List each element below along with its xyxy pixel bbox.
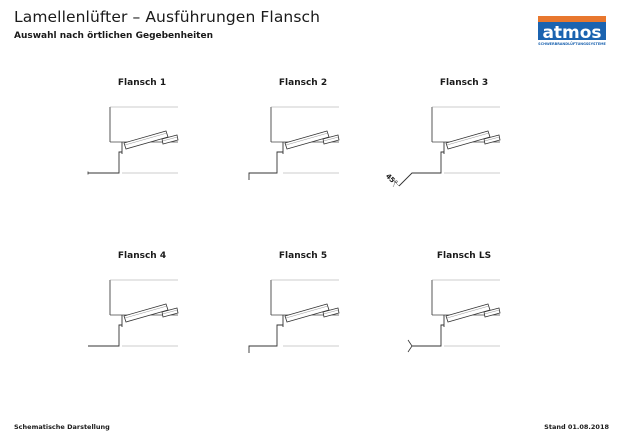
logo-wordmark: atmos [542,23,601,43]
variant-label-flansch-4: Flansch 4 [117,251,167,261]
variant-label-flansch-1: Flansch 1 [117,78,167,88]
flange-diagram-5 [248,279,340,353]
footer-note: Schematische Darstellung [14,423,110,431]
flange-diagram-3 [387,106,501,188]
flange-diagram-4 [88,279,179,347]
page-title: Lamellenlüfter – Ausführungen Flansch [14,8,321,26]
variant-label-flansch-ls: Flansch LS [436,251,492,261]
footer-date: Stand 01.08.2018 [544,423,609,431]
logo-blue-block [538,22,606,40]
variant-label-flansch-3: Flansch 3 [439,78,489,88]
logo-orange-bar [538,16,606,22]
variant-label-flansch-5: Flansch 5 [278,251,328,261]
flange-diagram-2 [248,106,340,180]
variant-label-flansch-2: Flansch 2 [278,78,328,88]
logo-tagline: SCHWERBRANDLÜFTUNGSSYSTEME [538,41,606,46]
angle-label-45: 45° [384,172,399,187]
page-subtitle: Auswahl nach örtlichen Gegebenheiten [14,31,213,41]
flange-diagram-ls [407,279,501,353]
atmos-logo: atmos SCHWERBRANDLÜFTUNGSSYSTEME [538,16,606,46]
flange-diagram-1 [87,106,179,175]
